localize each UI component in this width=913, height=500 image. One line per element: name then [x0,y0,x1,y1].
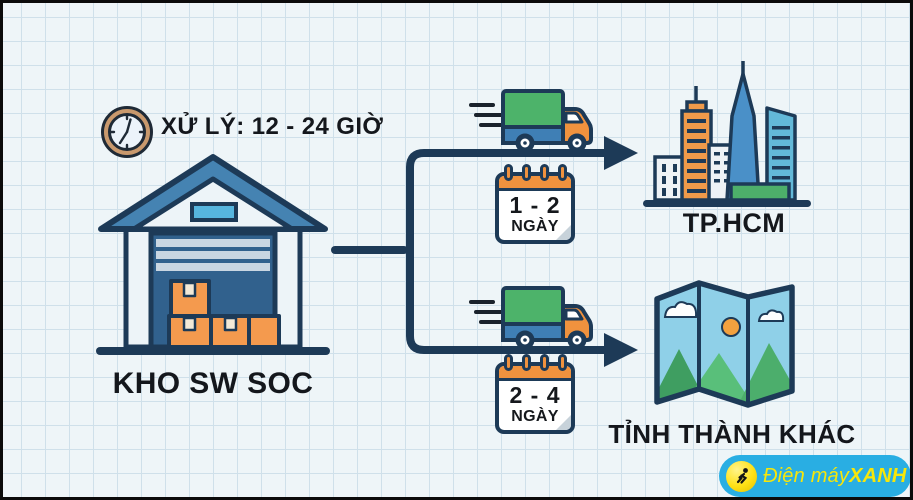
brand-name: Điện máyXANH [763,465,907,488]
processing-time-label: XỬ LÝ: 12 - 24 GIỜ [161,113,384,140]
flow-connector [331,136,638,367]
warehouse-label: KHO SW SOC [112,367,314,400]
duration-unit: NGÀY [511,408,559,425]
city-skyline-icon [643,61,811,207]
delivery-truck-icon [469,89,593,153]
calendar-header [499,176,571,191]
folded-map-icon [654,280,795,408]
brand-logo: Điện máyXANH [719,455,910,497]
calendar-icon: 2 - 4 NGÀY [495,354,575,434]
clock-icon [101,106,153,158]
duration-unit: NGÀY [511,218,559,235]
duration-value: 2 - 4 [509,382,561,408]
page-fold [556,225,571,240]
warehouse-icon [96,154,330,355]
duration-value: 1 - 2 [509,192,561,218]
destination-label-provinces: TỈNH THÀNH KHÁC [608,419,856,449]
page-fold [556,415,571,430]
destination-label-hcm: TP.HCM [682,208,786,238]
calendar-icon: 1 - 2 NGÀY [495,164,575,244]
running-man-icon [726,460,757,492]
calendar-header [499,366,571,381]
delivery-truck-icon [469,286,593,350]
brand-name-suffix: XANH [849,464,907,487]
brand-name-prefix: Điện máy [763,464,850,487]
